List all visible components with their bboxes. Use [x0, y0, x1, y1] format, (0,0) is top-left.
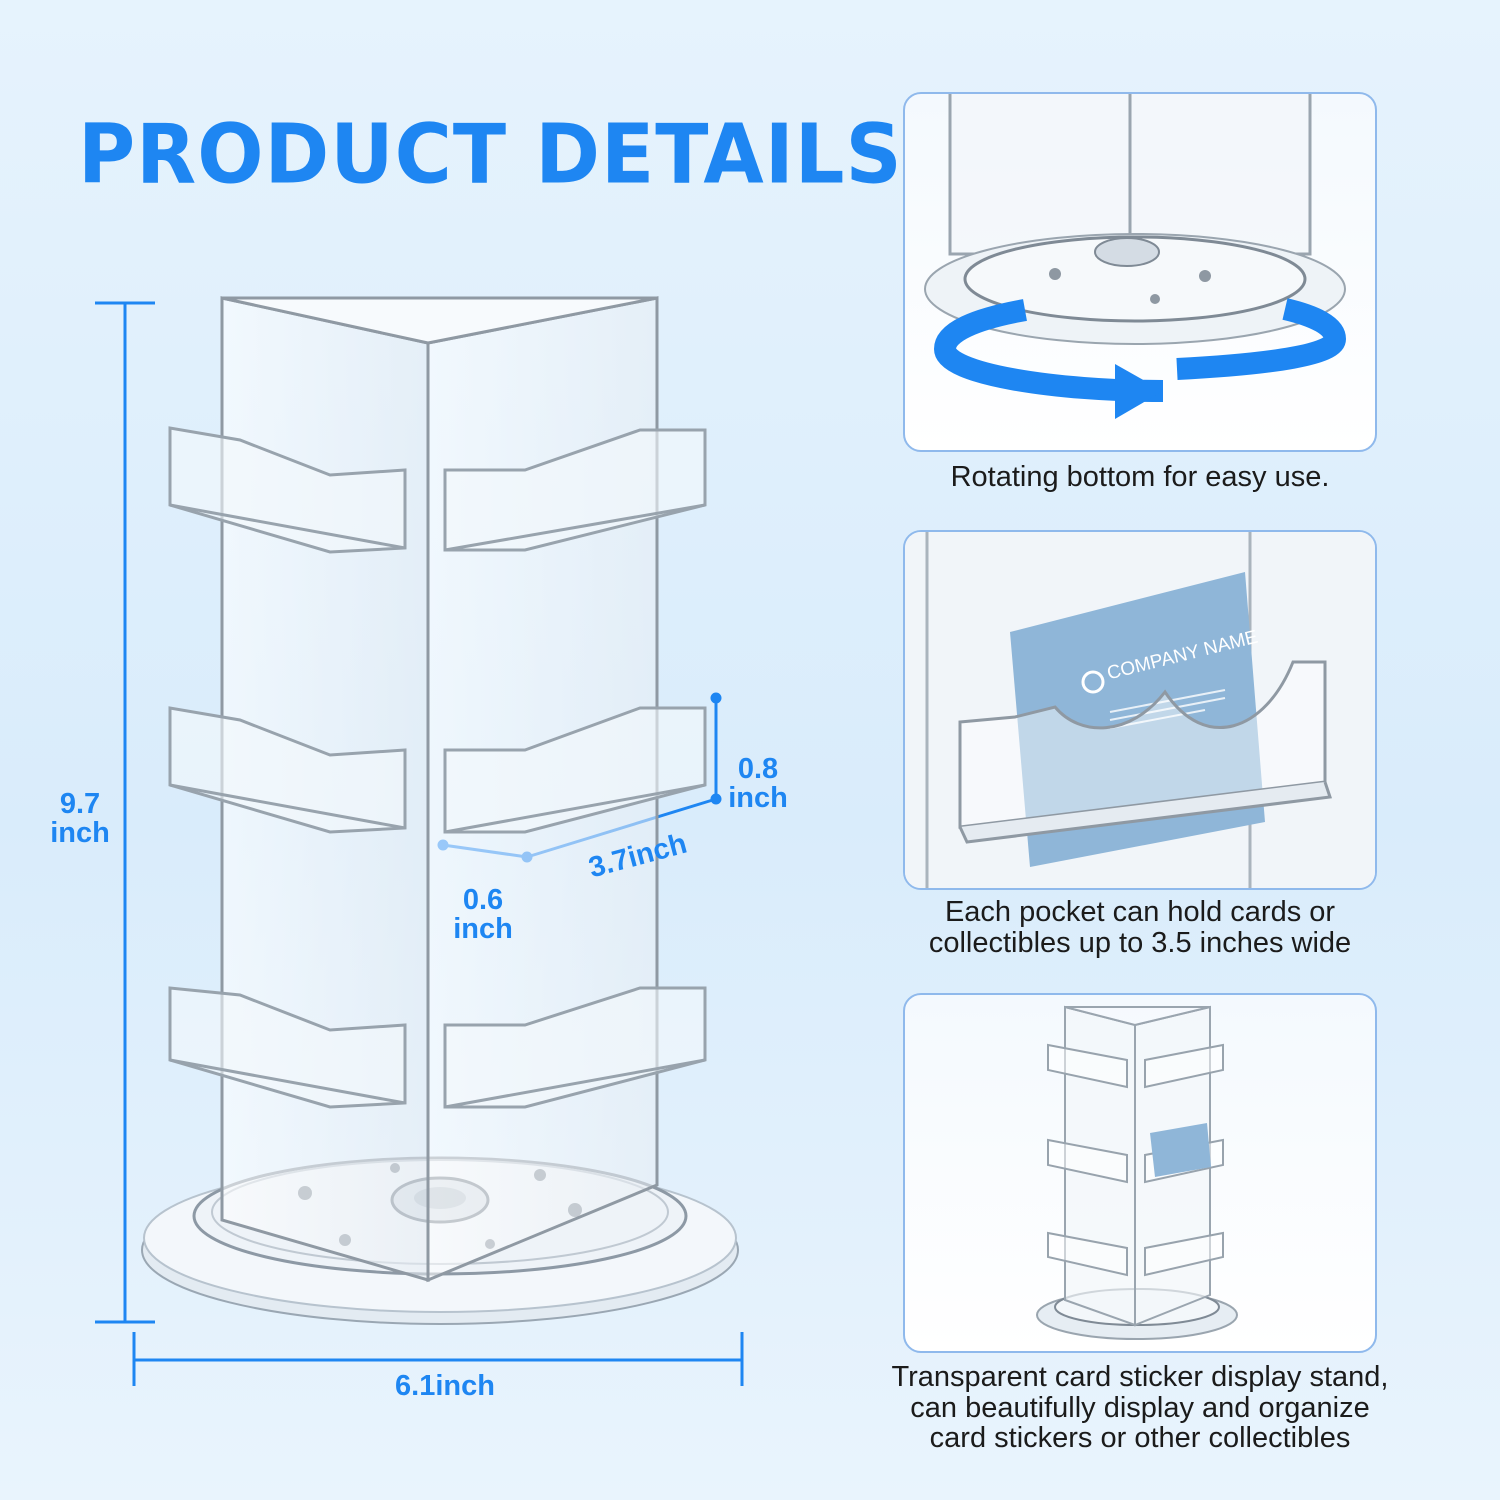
height-value: 9.7: [59, 788, 101, 820]
width-dimension-label: 6.1inch: [395, 1370, 495, 1402]
width-dimension-line: [132, 1332, 744, 1386]
pocket-height-dimension-label: 0.8 inch: [720, 755, 796, 813]
rotation-arrow-icon: [933, 298, 1347, 419]
feature-caption-stand-line1: Transparent card sticker display stand,: [891, 1361, 1389, 1393]
pocket-depth-value: 0.6: [462, 884, 504, 916]
feature-caption-stand: Transparent card sticker display stand, …: [850, 1362, 1430, 1454]
pocket-height-unit: inch: [728, 782, 788, 814]
pocket-depth-unit: inch: [453, 913, 513, 945]
pocket-height-dimension-line: [710, 692, 722, 805]
pocket-depth-dimension-label: 0.6 inch: [440, 886, 526, 944]
rotating-base-closeup: [924, 94, 1347, 419]
feature-caption-pocket-line1: Each pocket can hold cards or: [944, 896, 1336, 928]
feature-panel-pocket: COMPANY NAME: [903, 530, 1377, 890]
pocket-height-value: 0.8: [737, 753, 779, 785]
feature-panel-display-stand: [903, 993, 1377, 1353]
page-title: PRODUCT DETAILS: [78, 108, 903, 203]
feature-caption-rotating: Rotating bottom for easy use.: [950, 461, 1330, 493]
feature-caption-pocket-line2: collectibles up to 3.5 inches wide: [928, 926, 1352, 959]
company-logo-icon: [1081, 670, 1105, 694]
feature-caption-stand-line3: card stickers or other collectibles: [929, 1422, 1351, 1455]
height-dimension-label: 9.7 inch: [40, 790, 120, 848]
feature-panel-rotating-base: [903, 92, 1377, 452]
display-stand-thumbnail: [1036, 1005, 1238, 1340]
business-card: [1010, 572, 1265, 867]
feature-caption-pocket: Each pocket can hold cards or collectibl…: [850, 897, 1430, 958]
mini-business-card: [1150, 1123, 1211, 1177]
feature-caption-stand-line2: can beautifully display and organize: [910, 1391, 1370, 1424]
height-unit: inch: [50, 817, 110, 849]
shelf-tiers: [168, 426, 707, 1109]
height-dimension-line: [95, 301, 155, 1324]
pocket-closeup: [905, 532, 1375, 888]
